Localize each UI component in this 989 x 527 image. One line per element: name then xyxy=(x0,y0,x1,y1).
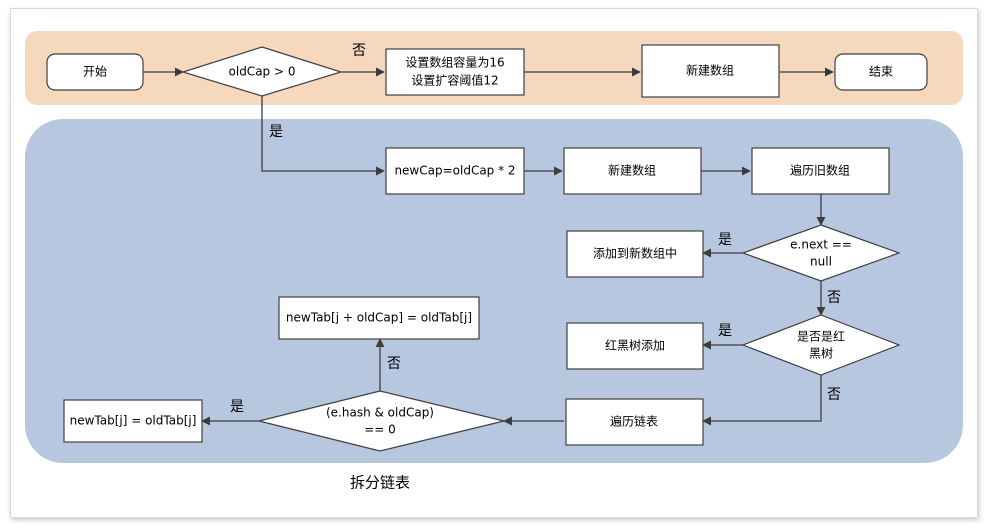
label-yes-rb: 是 xyxy=(718,323,732,339)
cond-rb-line1-text: 是否是红 xyxy=(797,329,845,344)
assign-j-text: newTab[j] = oldTab[j] xyxy=(70,414,197,428)
cond-rb-line2-text: 黑树 xyxy=(809,346,833,361)
cond-hash-line1-text: (e.hash & oldCap) xyxy=(326,406,434,420)
cond-oldcap-text: oldCap > 0 xyxy=(229,65,296,79)
start-node xyxy=(46,53,144,91)
start-text: 开始 xyxy=(83,65,107,79)
newcap-text: newCap=oldCap * 2 xyxy=(394,164,515,178)
new-array-top-text: 新建数组 xyxy=(686,63,734,78)
edge-condrb-no-to-traverselist xyxy=(702,375,822,426)
default-line1-text: 设置数组容量为16 xyxy=(405,55,504,70)
diagram-frame: 开始 oldCap > 0 设置数组容量为16 设置扩容阈值12 新建数组 结束… xyxy=(10,8,978,518)
traverse-list-text: 遍历链表 xyxy=(610,414,658,429)
traverse-old-box xyxy=(751,147,890,195)
bottom-band xyxy=(25,119,963,463)
new-array-mid-text: 新建数组 xyxy=(608,163,656,178)
decision-oldcap xyxy=(180,46,344,97)
label-yes-next: 是 xyxy=(718,232,732,248)
cond-next-line1-text: e.next == xyxy=(790,238,852,252)
newcap-box xyxy=(385,147,525,195)
traverse-old-text: 遍历旧数组 xyxy=(790,163,850,178)
label-no-rb: 否 xyxy=(827,387,841,403)
traverse-list-box xyxy=(565,398,704,446)
label-no-top: 否 xyxy=(352,43,366,59)
flowchart: 开始 oldCap > 0 设置数组容量为16 设置扩容阈值12 新建数组 结束… xyxy=(25,31,963,492)
decision-red-black xyxy=(741,314,901,376)
assign-j-oldcap-box xyxy=(278,296,480,340)
edge-cond-yes-to-newcap xyxy=(261,96,385,176)
new-array-mid-box xyxy=(563,147,702,195)
assign-j-box xyxy=(63,399,203,443)
assign-j-oldcap-text: newTab[j + oldCap] = oldTab[j] xyxy=(286,311,472,325)
caption: 拆分链表 xyxy=(350,474,410,492)
decision-hash xyxy=(258,390,505,452)
label-no-hash: 否 xyxy=(387,356,401,372)
end-text: 结束 xyxy=(869,65,893,79)
default-capacity-box xyxy=(385,48,525,96)
add-to-new-box xyxy=(566,230,704,278)
label-no-next: 否 xyxy=(827,290,841,306)
new-array-top-box xyxy=(641,44,780,98)
label-yes-hash: 是 xyxy=(230,399,244,415)
label-yes-oldcap: 是 xyxy=(269,124,283,140)
decision-next-null xyxy=(741,224,901,282)
default-line2-text: 设置扩容阈值12 xyxy=(411,73,498,88)
cond-next-line2-text: null xyxy=(810,255,832,269)
cond-hash-line2-text: == 0 xyxy=(364,423,396,437)
end-node xyxy=(834,53,928,91)
add-to-new-text: 添加到新数组中 xyxy=(593,246,677,261)
rb-add-text: 红黑树添加 xyxy=(605,338,665,353)
rb-add-box xyxy=(566,322,704,370)
